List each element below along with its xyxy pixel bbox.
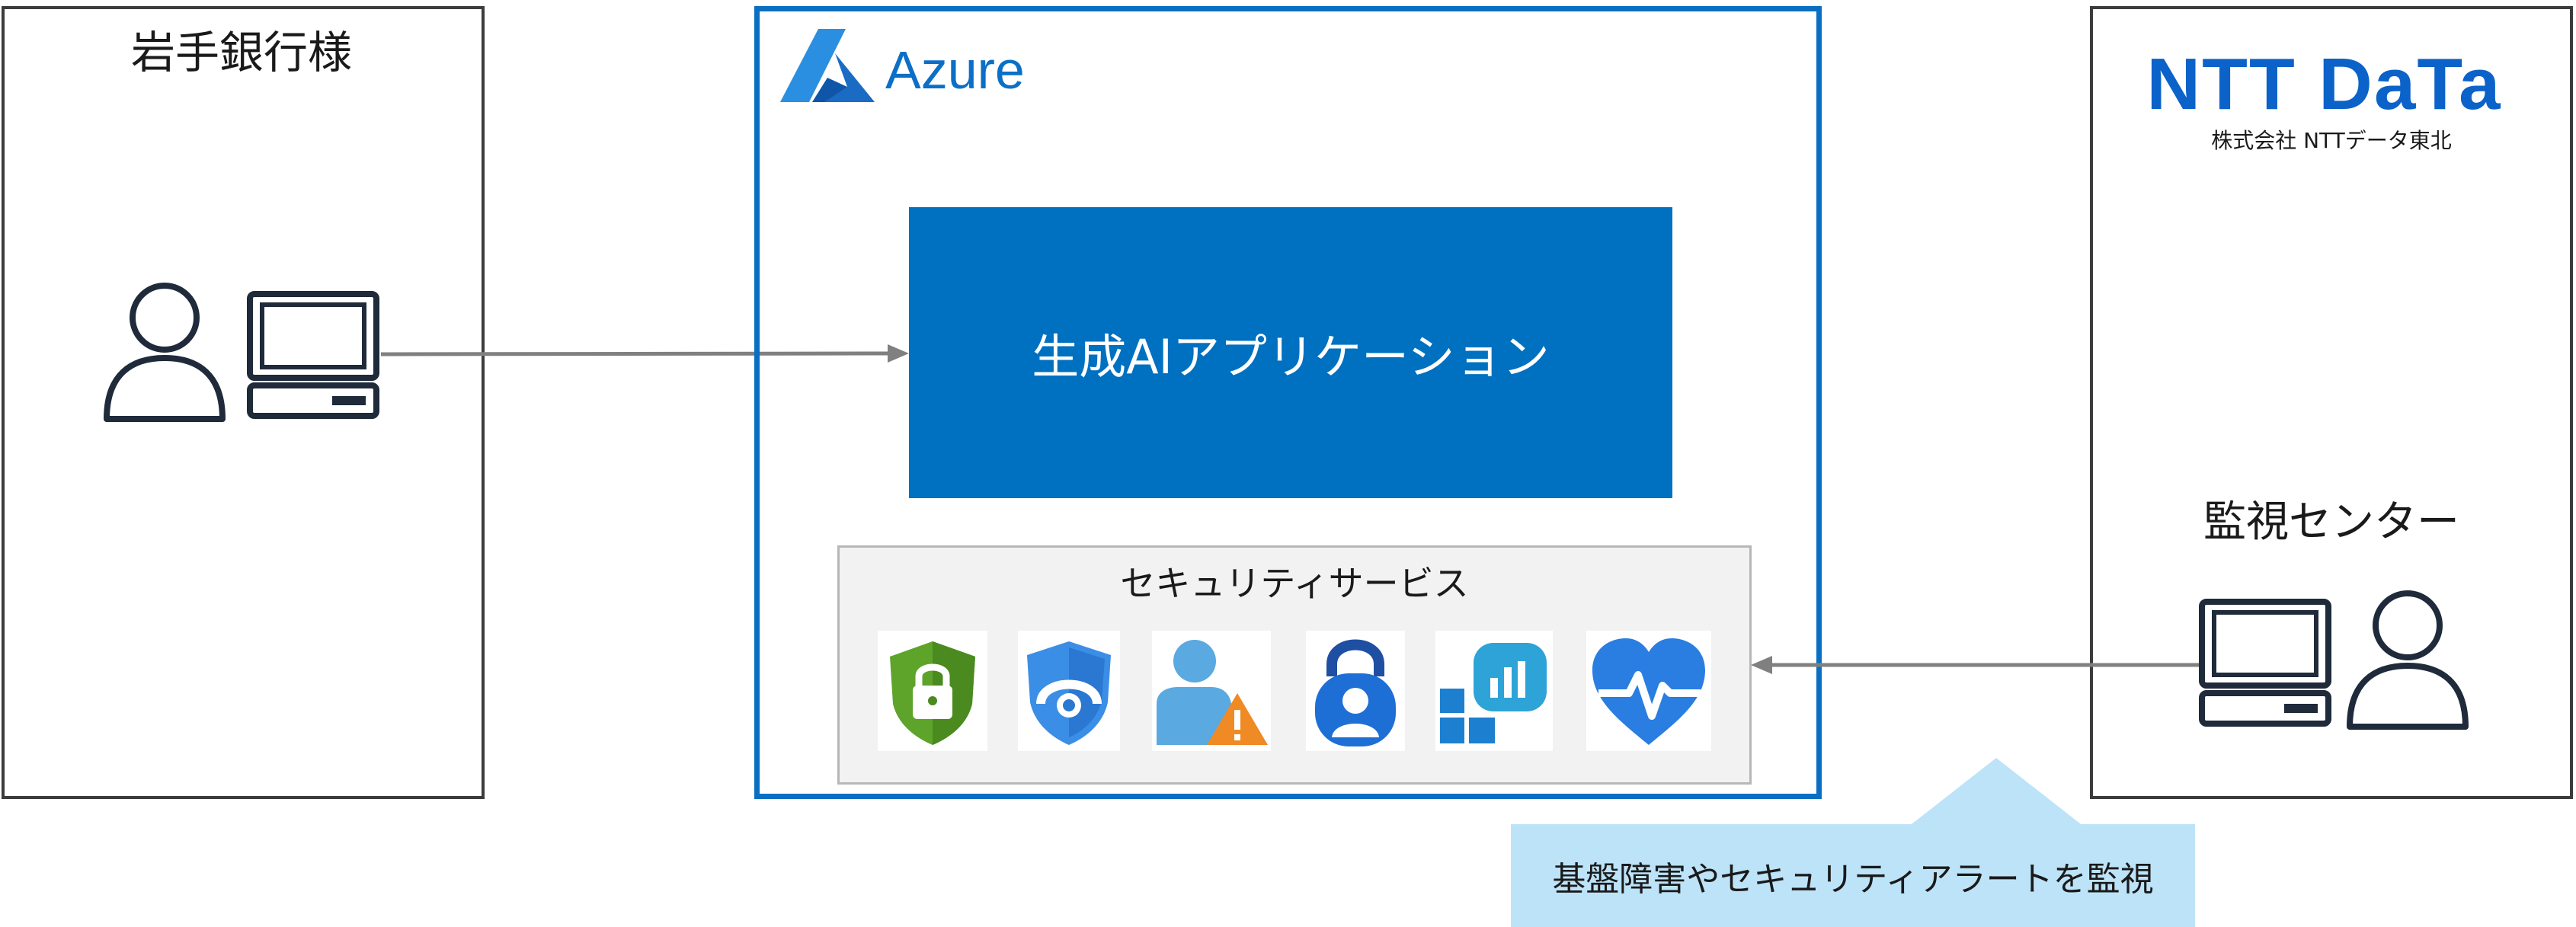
computer-icon: [2199, 599, 2331, 727]
callout-pointer: [1909, 758, 2084, 826]
ntt-company-name: 株式会社 NTTデータ東北: [2211, 128, 2452, 153]
entra-id-lock-icon: [1315, 639, 1396, 746]
monitoring-center-title: 監視センター: [2203, 497, 2459, 547]
monitoring-callout-text: 基盤障害やセキュリティアラートを監視: [1552, 859, 2154, 899]
user-icon: [104, 283, 226, 422]
key-vault-shield-icon: [890, 641, 975, 745]
sentinel-dashboard-icon: [1440, 643, 1547, 743]
identity-alert-icon: [1157, 640, 1268, 745]
customer-panel: [2, 6, 485, 799]
service-tile: [1435, 631, 1553, 751]
computer-icon: [247, 291, 379, 419]
ntt-data-logo: NTT DaTa: [2146, 43, 2502, 125]
ntt-panel: [2090, 6, 2573, 799]
service-tile: [878, 631, 987, 751]
azure-label: Azure: [885, 40, 1025, 100]
azure-panel: [754, 6, 1822, 799]
monitoring-callout: 基盤障害やセキュリティアラートを監視: [1511, 824, 2195, 927]
genai-application: 生成AIアプリケーション: [909, 207, 1672, 498]
service-health-heart-icon: [1592, 638, 1705, 745]
service-tile: [1018, 631, 1120, 751]
azure-logo-icon: [780, 29, 875, 102]
security-services-title: セキュリティサービス: [1120, 563, 1469, 604]
service-tile: [1152, 631, 1271, 751]
service-tile: [1306, 631, 1405, 751]
monitoring-arrow: [1751, 656, 2199, 674]
customer-title: 岩手銀行様: [130, 27, 352, 78]
genai-application-label: 生成AIアプリケーション: [1032, 329, 1550, 385]
request-arrow: [380, 344, 909, 363]
defender-shield-icon: [1027, 641, 1111, 745]
user-icon: [2347, 590, 2469, 730]
service-tile: [1586, 631, 1711, 751]
